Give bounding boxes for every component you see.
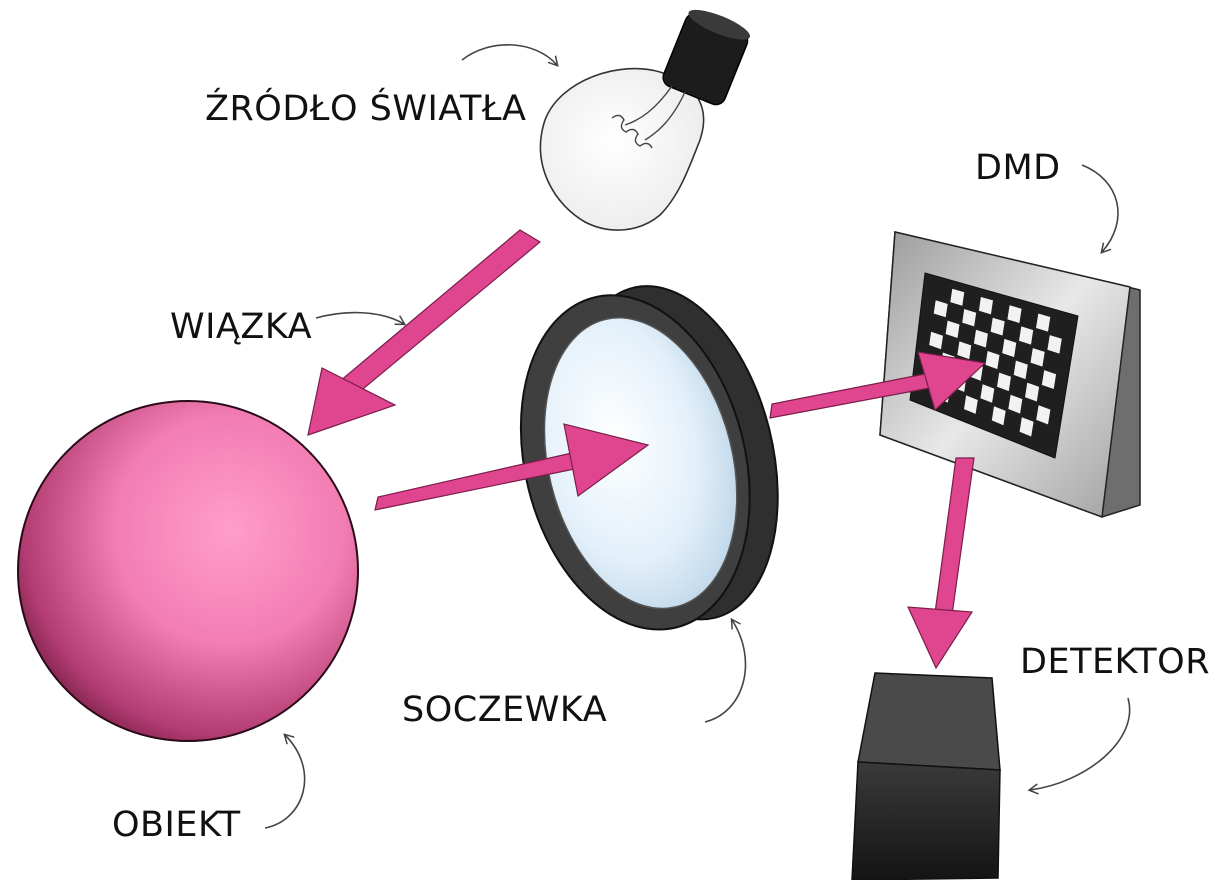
beam-arrow-lens-to-dmd xyxy=(769,351,987,419)
dmd-mirror-cell xyxy=(1025,382,1040,402)
dmd-mirror-cell xyxy=(1036,313,1051,332)
dmd-mirror-cell xyxy=(1030,348,1045,367)
pointer-arrows xyxy=(264,43,1131,829)
detector-label: DETEKTOR xyxy=(1020,642,1211,682)
lens-label: SOCZEWKA xyxy=(402,690,608,730)
dmd-mirror-cell xyxy=(1013,360,1028,380)
dmd-mirror-cell xyxy=(964,395,978,414)
dmd-mirror-cell xyxy=(1019,417,1034,437)
pointer-to-object xyxy=(264,733,306,829)
dmd-mirror-cell xyxy=(990,317,1005,336)
lens xyxy=(519,285,779,631)
pointer-to-beam xyxy=(315,311,407,326)
pointer-to-detector xyxy=(1027,697,1131,795)
dmd-mirror-cell xyxy=(929,331,943,350)
dmd-mirror-cell xyxy=(973,329,988,348)
dmd-mirror-cell xyxy=(1002,338,1017,358)
dmd-mirror-cell xyxy=(945,320,960,338)
object-sphere xyxy=(17,400,359,742)
dmd-mirror-cell xyxy=(997,372,1011,392)
object-label: OBIEKT xyxy=(112,805,241,845)
dmd-mirror-cell xyxy=(957,341,972,360)
detector-box xyxy=(851,672,1001,880)
beam-arrow-object-to-lens xyxy=(374,423,650,511)
dmd-mirror-cell xyxy=(1047,335,1062,354)
dmd-mirror-cell xyxy=(962,309,977,327)
dmd-mirror-cell xyxy=(980,384,995,403)
dmd-mirror-cell xyxy=(1019,326,1034,345)
beam-arrow-dmd-to-detector xyxy=(907,457,975,670)
dmd-mirror-cell xyxy=(950,288,965,306)
light-source-label: ŹRÓDŁO ŚWIATŁA xyxy=(205,89,527,129)
dmd-mirror-cell xyxy=(978,297,993,315)
dmd-mirror-cell xyxy=(991,406,1006,426)
dmd-mirror-cell xyxy=(985,351,1000,370)
beam-arrows xyxy=(307,229,987,670)
dmd-mirror-cell xyxy=(1036,405,1051,425)
dmd-mirror-cell xyxy=(933,300,948,318)
beam-arrow-source-to-object xyxy=(307,229,542,436)
pointer-to-dmd xyxy=(1081,164,1119,254)
dmd-label: DMD xyxy=(975,148,1061,188)
pointer-to-lens xyxy=(704,617,747,723)
dmd-mirror-cell xyxy=(1008,394,1023,414)
beam-label: WIĄZKA xyxy=(170,307,313,347)
dmd-device xyxy=(879,231,1141,519)
dmd-mirror-cell xyxy=(1041,370,1057,389)
pointer-to-bulb xyxy=(461,43,559,67)
dmd-mirror-cell xyxy=(1007,305,1022,323)
light-bulb-icon xyxy=(539,9,751,231)
